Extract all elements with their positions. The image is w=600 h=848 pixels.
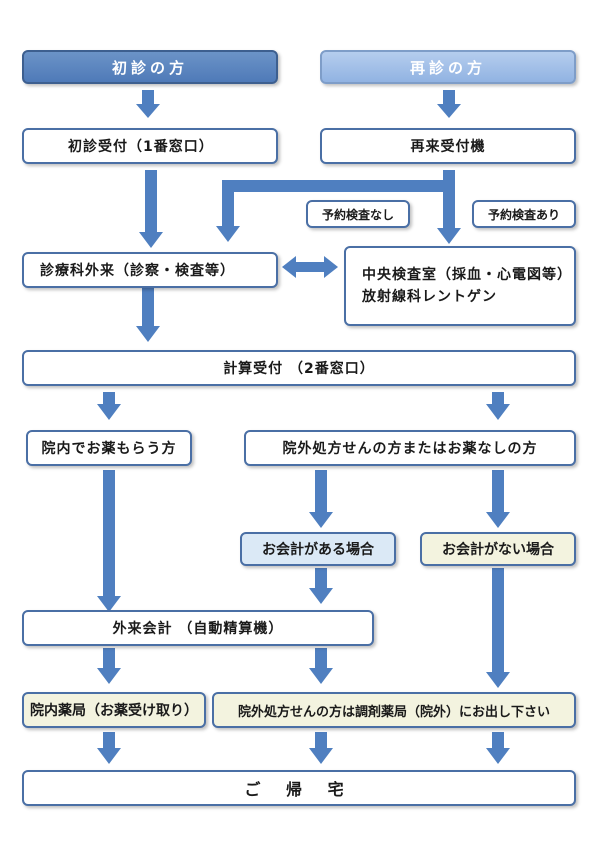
arrow-return-to-machine bbox=[437, 90, 461, 118]
go-home-label: ご 帰 宅 bbox=[244, 780, 354, 799]
return-machine-box: 再来受付機 bbox=[320, 128, 576, 164]
out-pharmacy-box: 院外処方せんの方は調剤薬局（院外）にお出し下さい bbox=[212, 692, 576, 728]
no-payment-box: お会計がない場合 bbox=[420, 532, 576, 566]
outpatient-label: 診療科外来（診察・検査等） bbox=[40, 263, 235, 279]
in-house-label: 院内でお薬もらう方 bbox=[41, 441, 177, 457]
arrow-outrx-to-haspay bbox=[309, 470, 333, 528]
in-pharmacy-box: 院内薬局（お薬受け取り） bbox=[22, 692, 206, 728]
billing-box: 計算受付 （2番窓口） bbox=[22, 350, 576, 386]
central-lab-box: 中央検査室（採血・心電図等） 放射線科レントゲン bbox=[344, 246, 576, 326]
arrow-billing-to-inhouse bbox=[97, 392, 121, 420]
return-machine-label: 再来受付機 bbox=[410, 139, 486, 155]
first-visit-header: 初診の方 bbox=[22, 50, 278, 84]
in-pharmacy-label: 院内薬局（お薬受け取り） bbox=[30, 703, 198, 719]
arrow-inpharmacy-to-home bbox=[97, 732, 121, 764]
no-exam-label-box: 予約検査なし bbox=[306, 200, 410, 228]
in-house-box: 院内でお薬もらう方 bbox=[26, 430, 192, 466]
arrow-outrx-to-nopay bbox=[486, 470, 510, 528]
out-prescription-box: 院外処方せんの方またはお薬なしの方 bbox=[244, 430, 576, 466]
arrow-outpharmacy-right-to-home bbox=[486, 732, 510, 764]
outpatient-box: 診療科外来（診察・検査等） bbox=[22, 252, 278, 288]
first-reception-box: 初診受付（1番窓口） bbox=[22, 128, 278, 164]
arrow-machine-branch bbox=[216, 170, 461, 244]
central-lab-line2: 放射線科レントゲン bbox=[362, 289, 497, 305]
arrow-nopay-to-outpharmacy bbox=[486, 568, 510, 688]
central-lab-line1: 中央検査室（採血・心電図等） bbox=[362, 267, 572, 283]
outpatient-payment-label: 外来会計 （自動精算機） bbox=[112, 621, 284, 637]
return-visit-header: 再診の方 bbox=[320, 50, 576, 84]
arrow-reception-to-outpatient bbox=[139, 170, 163, 248]
exam-label-box: 予約検査あり bbox=[472, 200, 576, 228]
first-visit-label: 初診の方 bbox=[111, 58, 188, 77]
billing-label: 計算受付 （2番窓口） bbox=[223, 361, 375, 377]
arrow-outpharmacy-mid-to-home bbox=[309, 732, 333, 764]
has-payment-label: お会計がある場合 bbox=[262, 542, 374, 558]
arrow-outpatient-lab-bidirectional bbox=[282, 256, 338, 278]
arrow-inhouse-to-payment bbox=[97, 470, 121, 612]
arrow-outpatient-to-billing bbox=[136, 288, 160, 342]
arrow-first-to-reception bbox=[136, 90, 160, 118]
no-exam-label: 予約検査なし bbox=[321, 207, 394, 222]
out-pharmacy-label: 院外処方せんの方は調剤薬局（院外）にお出し下さい bbox=[237, 704, 550, 720]
arrow-payment-to-outpharmacy bbox=[309, 648, 333, 684]
has-payment-box: お会計がある場合 bbox=[240, 532, 396, 566]
arrow-payment-to-inpharmacy bbox=[97, 648, 121, 684]
out-prescription-label: 院外処方せんの方またはお薬なしの方 bbox=[282, 441, 538, 457]
return-visit-label: 再診の方 bbox=[409, 58, 486, 77]
exam-label: 予約検査あり bbox=[487, 207, 560, 222]
no-payment-label: お会計がない場合 bbox=[442, 542, 554, 558]
arrow-billing-to-outrx bbox=[486, 392, 510, 420]
go-home-box: ご 帰 宅 bbox=[22, 770, 576, 806]
first-reception-label: 初診受付（1番窓口） bbox=[68, 139, 214, 155]
arrow-haspay-to-payment bbox=[309, 568, 333, 604]
outpatient-payment-box: 外来会計 （自動精算機） bbox=[22, 610, 374, 646]
